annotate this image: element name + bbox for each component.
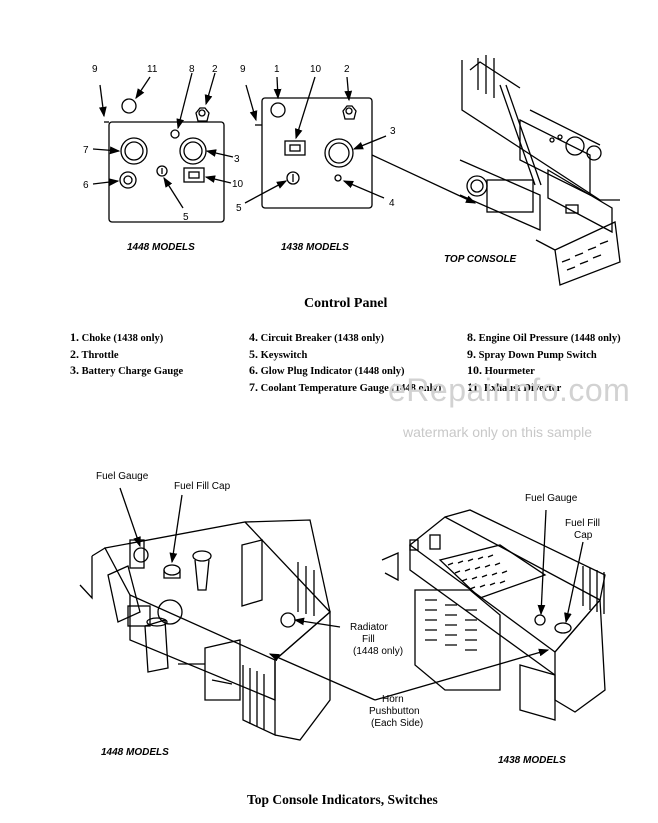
label-horn-note: (Each Side)	[371, 718, 423, 729]
callout-1: 1	[274, 64, 280, 75]
watermark-note: watermark only on this sample	[403, 424, 593, 440]
top-console-indicators-title: Top Console Indicators, Switches	[247, 792, 438, 807]
callout-5: 5	[236, 203, 242, 214]
callout-2: 2	[344, 64, 350, 75]
legend-item: 5. Keyswitch	[249, 346, 308, 361]
callout-6: 6	[83, 180, 89, 191]
label-radiator: Radiator	[350, 622, 388, 633]
legend-item: 3. Battery Charge Gauge	[70, 363, 184, 378]
legend-item: 9. Spray Down Pump Switch	[467, 346, 597, 361]
legend-item: 6. Glow Plug Indicator (1448 only)	[249, 363, 405, 378]
console-1448-drawing	[79, 487, 376, 741]
caption-1448-models: 1448 MODELS	[127, 242, 195, 253]
callouts-1438: 9 1 10 2 3 5 4	[236, 64, 396, 214]
callout-9: 9	[92, 64, 98, 75]
legend-item: 11. Exhaust Diverter	[467, 379, 562, 394]
bottom-labels: Fuel Gauge Fuel Fill Cap Radiator Fill (…	[96, 471, 600, 729]
legend-item: 1. Choke (1438 only)	[70, 330, 164, 344]
callout-7: 7	[83, 145, 89, 156]
callout-10: 10	[232, 179, 244, 190]
control-panel-title: Control Panel	[304, 296, 388, 311]
legend-column-2: 4. Circuit Breaker (1438 only) 5. Keyswi…	[249, 330, 441, 396]
label-horn-pushbutton: Pushbutton	[369, 706, 420, 717]
callout-2: 2	[212, 64, 218, 75]
callout-9: 9	[240, 64, 246, 75]
label-fuel-fill-cap-right: Cap	[574, 530, 593, 541]
legend-column-3: 8. Engine Oil Pressure (1448 only) 9. Sp…	[467, 330, 621, 396]
legend-item: 7. Coolant Temperature Gauge (1448 only)	[249, 379, 442, 394]
callout-5: 5	[183, 212, 189, 223]
legend-item: 8. Engine Oil Pressure (1448 only)	[467, 330, 621, 344]
label-radiator-note: (1448 only)	[353, 646, 403, 657]
label-fuel-fill-right: Fuel Fill	[565, 518, 600, 529]
caption-1438-models: 1438 MODELS	[281, 242, 349, 253]
watermark-site: eRepairInfo.com	[388, 372, 631, 408]
panel-1438-drawing	[244, 76, 477, 209]
callout-11: 11	[147, 64, 158, 75]
label-horn: Horn	[382, 694, 404, 705]
label-fuel-gauge-right: Fuel Gauge	[525, 493, 578, 504]
top-console-drawing	[459, 55, 621, 286]
caption-top-console: TOP CONSOLE	[444, 254, 517, 265]
caption-bottom-1438-models: 1438 MODELS	[498, 755, 566, 766]
label-radiator-fill: Fill	[362, 634, 375, 645]
callouts-1448: 9 11 8 2 7 3 6 10 5	[83, 64, 244, 223]
legend-item: 10. Hourmeter	[467, 363, 535, 378]
legend-item: 4. Circuit Breaker (1438 only)	[249, 330, 384, 344]
callout-10: 10	[310, 64, 322, 75]
console-1438-drawing	[374, 509, 606, 721]
callout-3: 3	[390, 126, 396, 137]
callout-3: 3	[234, 154, 240, 165]
caption-bottom-1448-models: 1448 MODELS	[101, 747, 169, 758]
callout-4: 4	[389, 198, 395, 209]
callout-8: 8	[189, 64, 195, 75]
panel-1448-drawing	[92, 72, 234, 223]
legend-item: 2. Throttle	[70, 346, 119, 361]
label-fuel-gauge-left: Fuel Gauge	[96, 471, 149, 482]
legend-column-1: 1. Choke (1438 only) 2. Throttle 3. Batt…	[70, 330, 183, 380]
label-fuel-fill-cap-left: Fuel Fill Cap	[174, 481, 231, 492]
